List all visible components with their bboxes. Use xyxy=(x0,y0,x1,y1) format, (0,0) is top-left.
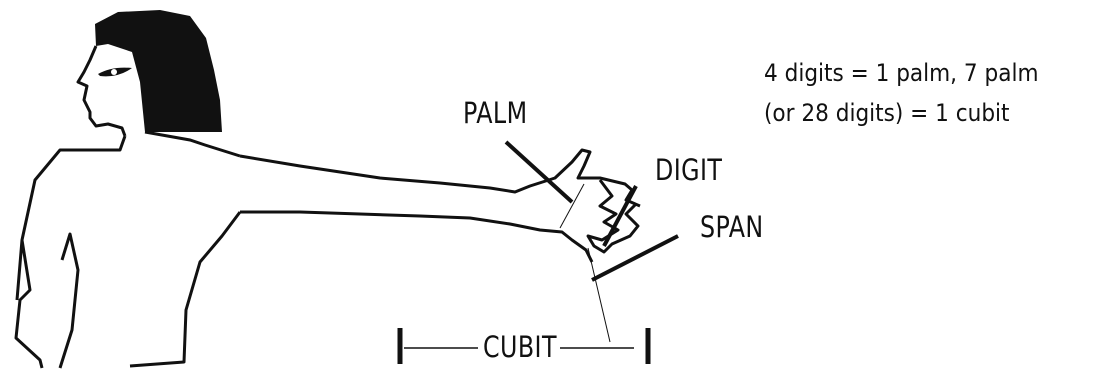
cubit-label: CUBIT xyxy=(483,330,557,364)
palm-width-line xyxy=(560,184,584,228)
note-line-1: 4 digits = 1 palm, 7 palm xyxy=(764,56,1039,90)
torso-right xyxy=(130,212,240,366)
arm-top xyxy=(240,150,640,206)
span-width-line xyxy=(588,248,610,342)
digit-pointer xyxy=(604,186,636,246)
figure-neck xyxy=(17,136,125,300)
note-line-2: (or 28 digits) = 1 cubit xyxy=(764,96,1010,130)
figure-shoulder xyxy=(145,132,240,156)
palm-label: PALM xyxy=(463,96,527,130)
arm-bottom xyxy=(240,212,592,262)
torso-chest xyxy=(60,234,78,368)
figure-face xyxy=(78,46,125,136)
digit-label: DIGIT xyxy=(655,153,722,187)
span-label: SPAN xyxy=(700,210,764,244)
